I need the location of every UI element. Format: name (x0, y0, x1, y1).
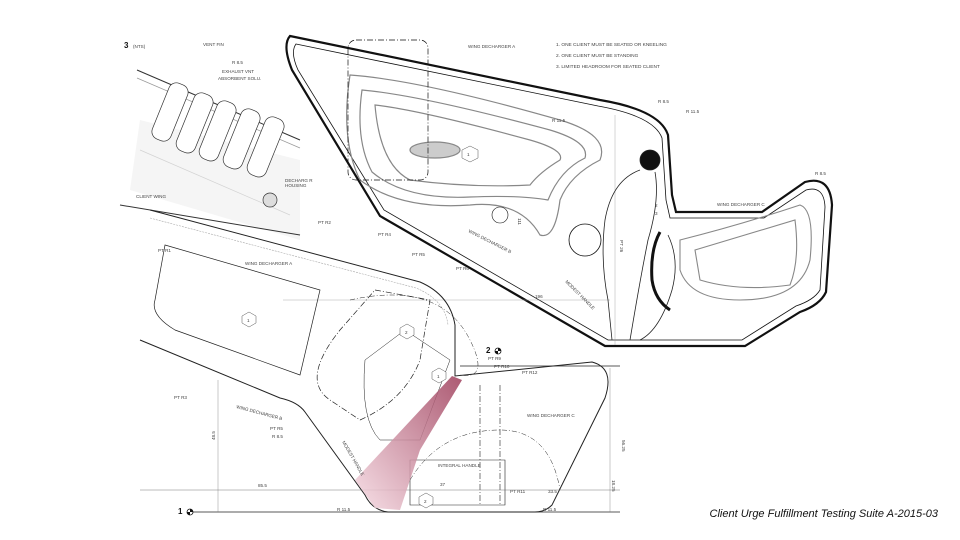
seated-figure (639, 231, 676, 341)
section-2-label: 2 (486, 346, 491, 355)
tag-1: 1 (247, 318, 250, 323)
dim-18-25: 18.25 (611, 480, 616, 492)
note-item: 3. LIMITED HEADROOM FOR SEATED CLIENT (556, 65, 660, 70)
note-2: 2 (655, 203, 658, 208)
contour-basin (346, 74, 603, 237)
label-r85-detail: R 8.5 (232, 60, 243, 65)
label-wing-c: WING DECHARGER C (527, 413, 575, 418)
dim-33-5: 33.5 (548, 489, 557, 494)
detail-section-3 (119, 69, 301, 240)
dim-196: 196 (535, 294, 543, 299)
section-marker-1 (186, 508, 194, 516)
area-tags-lower (241, 311, 447, 509)
label-pt-r4: PT R4 (378, 232, 391, 237)
dim-48-5: 48.5 (211, 431, 216, 440)
contour-basin-c (679, 204, 812, 301)
absorbent-cells (151, 82, 285, 208)
label-r115-a: R 11.5 (552, 118, 566, 123)
label-vent-fin: VENT FIN (203, 42, 224, 47)
label-r115-low2: R 11.5 (543, 507, 557, 512)
label-wing-a-top: WING DECHARGER A (468, 44, 516, 49)
label-pt-r2: PT R2 (318, 220, 331, 225)
dim-37: 37 (440, 482, 446, 487)
label-pt-r11: PT R11 (510, 489, 526, 494)
slide-caption: Client Urge Fulfillment Testing Suite A-… (709, 508, 938, 520)
dim-111: 111 (517, 218, 522, 225)
area-tag-upper: 1 (461, 145, 479, 163)
label-absorbent: ABSORBENT SOLU. (218, 76, 261, 81)
label-housing-2: HOUSING (285, 183, 307, 188)
design-notes: 1. ONE CLIENT MUST BE SEATED OR KNEELING… (556, 40, 667, 73)
label-r115-low1: R 11.5 (337, 507, 351, 512)
tag-2: 2 (405, 330, 408, 335)
note-item: 1. ONE CLIENT MUST BE SEATED OR KNEELING (556, 43, 667, 48)
label-client-wing: CLIENT WING (136, 194, 166, 199)
detail-scale-note: (NTS) (133, 44, 146, 49)
label-r115-c: R 11.5 (686, 109, 700, 114)
label-pt-r12: PT R12 (522, 370, 538, 375)
tag-1b: 1 (437, 374, 440, 379)
label-handle-top: MODEST HANDLE (564, 279, 595, 310)
label-wing-b-top: WING DECHARGER B (468, 228, 513, 254)
dim-56-25: 56.25 (621, 440, 626, 452)
label-pt-r10: PT R10 (494, 364, 510, 369)
label-pt-r5b: PT R5 (412, 252, 425, 257)
label-r85-low: R 8.5 (272, 434, 283, 439)
label-pt-r5: PT R5 (270, 426, 283, 431)
upper-plan (283, 34, 834, 348)
label-r85-d: R 8.5 (815, 171, 826, 176)
detail-number: 3 (124, 41, 129, 50)
label-housing: DECHARG R (285, 178, 313, 183)
label-r85-b: R 8.5 (658, 99, 669, 104)
note-3: 3 (655, 211, 658, 216)
tag-1-upper: 1 (467, 152, 470, 157)
section-1-label: 1 (178, 507, 183, 516)
section-marker-2 (494, 347, 502, 355)
highlight-zone (355, 376, 462, 510)
label-pt-r1: PT R1 (158, 248, 171, 253)
note-item: 2. ONE CLIENT MUST BE STANDING (556, 54, 639, 59)
label-wing-c-top: WING DECHARGER C (717, 202, 765, 207)
label-handle-low: MODEST HANDLE (341, 440, 365, 477)
label-exhaust: EXHAUST VNT (222, 69, 254, 74)
standing-figure (602, 149, 661, 341)
label-wing-b: WING DECHARGER B (236, 404, 283, 421)
label-pt-r9: PT R9 (488, 356, 501, 361)
dim-85-5: 85.5 (258, 483, 267, 488)
dim-pt26: PT 26 (619, 240, 624, 253)
label-pt-r6: PT R6 (456, 266, 469, 271)
label-integral-handle: INTEGRAL HANDLE (438, 463, 481, 468)
tag-2b: 2 (424, 499, 427, 504)
label-pt-r3: PT R3 (174, 395, 187, 400)
label-wing-a: WING DECHARGER A (245, 261, 293, 266)
